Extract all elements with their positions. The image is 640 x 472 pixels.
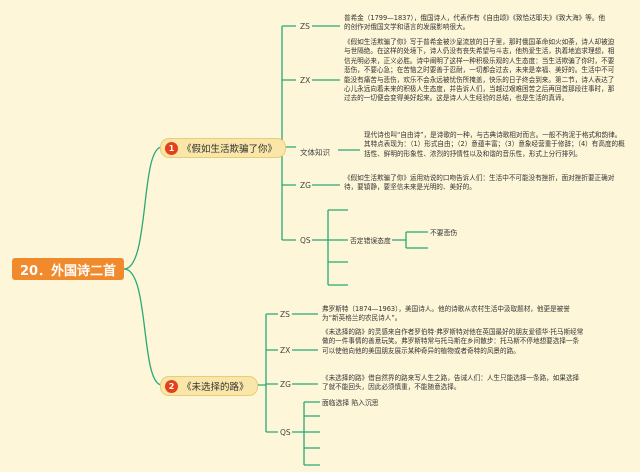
root-node[interactable]: 20．外国诗二首 [12, 258, 124, 280]
b1-zx-text: 《假如生活欺骗了你》写于普希金被沙皇流放的日子里，那时俄国革命如火如荼，诗人却被… [344, 38, 615, 103]
root-title: 20．外国诗二首 [19, 263, 117, 279]
connector-qs-1-subtree [327, 209, 348, 286]
b1-qs-sub: 否定错误态度 [350, 237, 391, 245]
branch-2-number-badge: 2 [165, 379, 178, 393]
b1-zg-tag: ZG [300, 181, 311, 190]
branch-2-title: 《未选择的路》 [182, 382, 249, 393]
b1-genre-text: 现代诗也叫“自由诗”，是诗歌的一种，与古典诗歌相对而言。一般不拘泥于格式和韵律。… [364, 131, 625, 158]
b1-zx-tag: ZX [300, 76, 311, 85]
b2-qs-sub: 面临选择 陷入沉思 [322, 399, 379, 407]
branch-1-title: 《假如生活欺骗了你》 [182, 144, 278, 155]
connector-branch-1-spine [272, 25, 296, 241]
connector-root-branch-1 [123, 146, 163, 270]
b2-zs-text: 弗罗斯特（1874—1963），美国诗人。他的诗歌从农村生活中汲取题材，他更是被… [322, 305, 570, 323]
b2-zx-tag: ZX [280, 346, 291, 355]
branch-node-2[interactable]: 2 《未选择的路》 [160, 376, 258, 396]
connector-branch-2-spine [256, 313, 278, 433]
connector-qs-1-leaf [392, 231, 428, 249]
connector-branch-2-leads [292, 313, 318, 433]
b1-genre-tag: 文体知识 [300, 148, 330, 157]
b2-zx-text: 《未选择的路》的灵感来自作者罗伯特·弗罗斯特对他在英国最好的朋友爱德华·托马斯经… [322, 328, 584, 355]
connector-branch-1-leads [312, 25, 360, 241]
b2-qs-tag: QS [280, 428, 291, 437]
b1-zs-text: 普希金（1799—1837），俄国诗人，代表作有《自由颂》《致恰达耶夫》《致大海… [344, 14, 606, 32]
b1-zs-tag: ZS [300, 22, 310, 31]
b1-zg-text: 《假如生活欺骗了你》运用劝说的口吻告诉人们：生活中不可能没有挫折，面对挫折要正确… [344, 174, 615, 192]
branch-node-1[interactable]: 1 《假如生活欺骗了你》 [160, 138, 287, 158]
connector-root-branch-2 [123, 268, 163, 386]
b1-qs-leaf: 不要悲伤 [430, 229, 458, 237]
b1-qs-tag: QS [300, 236, 311, 245]
branch-1-number-badge: 1 [165, 141, 178, 155]
b2-zg-tag: ZG [280, 380, 291, 389]
b2-zs-tag: ZS [280, 310, 290, 319]
b2-zg-text: 《未选择的路》借自然界的路来写人生之路，告诫人们：人生只能选择一条路，如果选择了… [322, 374, 580, 392]
connector-qs-2-subtree [303, 401, 320, 466]
